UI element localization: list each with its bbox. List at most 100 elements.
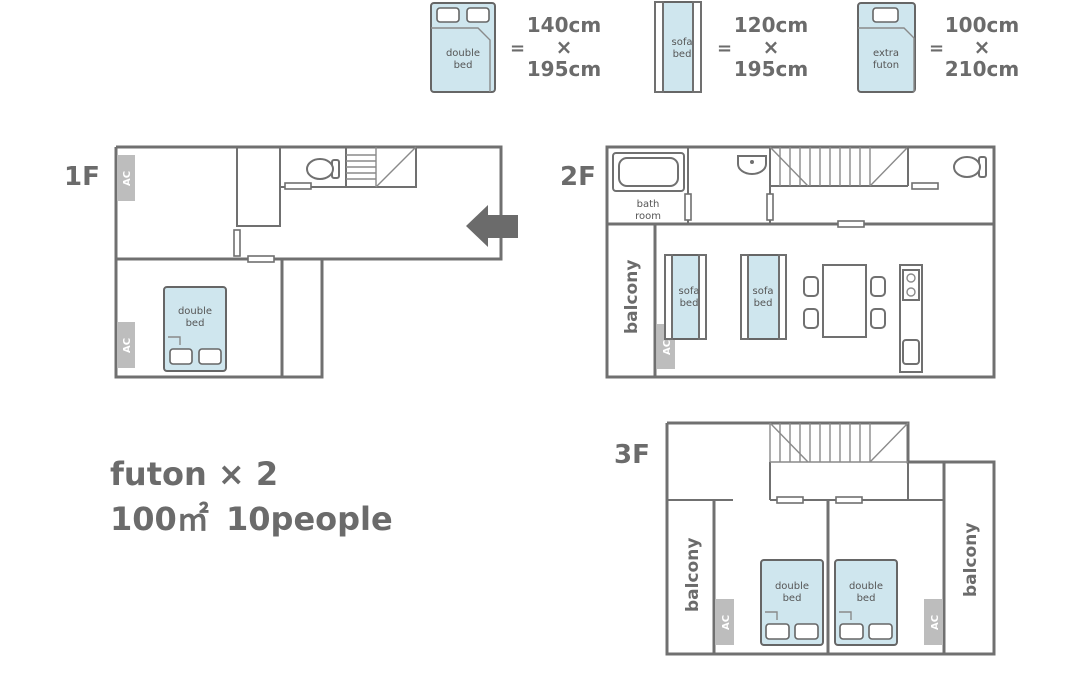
sofa-arm-icon — [692, 1, 702, 93]
legend-equals: = — [929, 38, 944, 59]
balcony-label: balcony — [683, 538, 703, 612]
legend-sofa-name-1: sofa — [672, 37, 693, 48]
door — [247, 255, 275, 263]
legend-sofa-name-2: bed — [673, 49, 692, 60]
toilet-icon — [306, 158, 340, 180]
legend-times: × — [974, 35, 991, 59]
legend-times: × — [556, 35, 573, 59]
door — [766, 193, 774, 221]
floor-label-3f: 3F — [614, 440, 650, 470]
toilet-icon — [953, 156, 987, 178]
stairs — [769, 146, 909, 187]
sofa-label-1: sofa — [753, 286, 774, 297]
futon-count: futon × 2 — [110, 455, 278, 493]
door — [911, 182, 939, 190]
floor-label-2f: 2F — [560, 162, 596, 192]
double-bed: double bed — [834, 559, 898, 646]
chair — [870, 308, 886, 329]
floor-2f: 2F bath room — [560, 145, 996, 379]
bed-label-1: double — [775, 581, 809, 592]
sofa-arm-icon — [654, 1, 664, 93]
pillow-icon — [868, 623, 893, 640]
legend-length: 195cm — [527, 57, 601, 81]
bed-label-2: bed — [857, 593, 876, 604]
legend-length: 195cm — [734, 57, 808, 81]
bed-label-1: double — [849, 581, 883, 592]
door — [776, 496, 804, 504]
chair — [870, 276, 886, 297]
double-bed: double bed — [760, 559, 824, 646]
legend-equals: = — [510, 38, 525, 59]
pillow-icon — [839, 623, 864, 640]
legend-width: 100cm — [945, 13, 1019, 37]
legend-width: 120cm — [734, 13, 808, 37]
ac-unit — [117, 322, 135, 368]
pillow-icon — [436, 7, 460, 23]
door — [284, 182, 312, 190]
floor-label-1f: 1F — [64, 162, 100, 192]
pillow-icon — [198, 348, 222, 365]
bed-label-1: double — [178, 306, 212, 317]
blanket-icon — [431, 27, 491, 92]
legend-bed-name-2: bed — [454, 60, 473, 71]
balcony-label: balcony — [961, 523, 981, 597]
ac-unit — [117, 155, 135, 201]
sink-icon — [737, 155, 767, 175]
closet — [236, 147, 281, 227]
sofa-label-1: sofa — [679, 286, 700, 297]
bed-label-2: bed — [186, 318, 205, 329]
pillow-icon — [794, 623, 819, 640]
ac-unit — [715, 599, 734, 645]
pillow-icon — [872, 7, 899, 23]
double-bed: double bed — [163, 286, 227, 372]
chair — [803, 308, 819, 329]
bathroom-label-2: room — [635, 211, 661, 222]
ac-label: AC — [122, 171, 133, 186]
dining-table — [803, 264, 886, 338]
sofa-label-2: bed — [754, 298, 773, 309]
ac-label: AC — [662, 340, 673, 355]
sofa-bed: sofa bed — [664, 254, 707, 340]
ac-label: AC — [122, 338, 133, 353]
blanket-icon — [858, 27, 915, 92]
bathroom-label-1: bath — [637, 199, 660, 210]
entrance-arrow-icon — [466, 205, 518, 247]
legend-times: × — [763, 35, 780, 59]
pillow-icon — [169, 348, 193, 365]
legend-width: 140cm — [527, 13, 601, 37]
stairs — [769, 422, 909, 463]
ac-label: AC — [930, 615, 941, 630]
summary: futon × 2 100㎡ 10people — [110, 455, 393, 538]
legend-length: 210cm — [945, 57, 1019, 81]
chair — [803, 276, 819, 297]
legend-extra-futon: extra futon = 100cm × 210cm — [857, 2, 1019, 93]
bathtub-icon — [612, 152, 685, 192]
ac-label: AC — [721, 615, 732, 630]
bed-label-2: bed — [783, 593, 802, 604]
ac-unit — [924, 599, 943, 645]
door — [837, 220, 865, 228]
pillow-icon — [466, 7, 490, 23]
door — [684, 193, 692, 221]
capacity: 10people — [226, 500, 393, 538]
legend-futon-name-1: extra — [873, 48, 899, 59]
floor-3f: 3F balcony balcony — [614, 421, 996, 656]
sofa-bed: sofa bed — [740, 254, 787, 340]
legend-double-bed: double bed = 140cm × 195cm — [430, 2, 601, 93]
sofa-label-2: bed — [680, 298, 699, 309]
pillow-icon — [765, 623, 790, 640]
floor-area: 100㎡ — [110, 500, 209, 538]
kitchen-counter — [899, 264, 923, 373]
floor-1f: 1F AC AC — [64, 145, 518, 379]
futon-icon — [857, 2, 916, 93]
balcony-label: balcony — [622, 260, 642, 334]
door — [835, 496, 863, 504]
legend-sofa-bed: sofa bed = 120cm × 195cm — [654, 1, 808, 93]
door — [233, 229, 241, 257]
legend-equals: = — [717, 38, 732, 59]
legend-futon-name-2: futon — [873, 60, 899, 71]
double-bed-icon — [430, 2, 496, 93]
kitchen-sink-icon — [902, 339, 920, 365]
legend-bed-name-1: double — [446, 48, 480, 59]
